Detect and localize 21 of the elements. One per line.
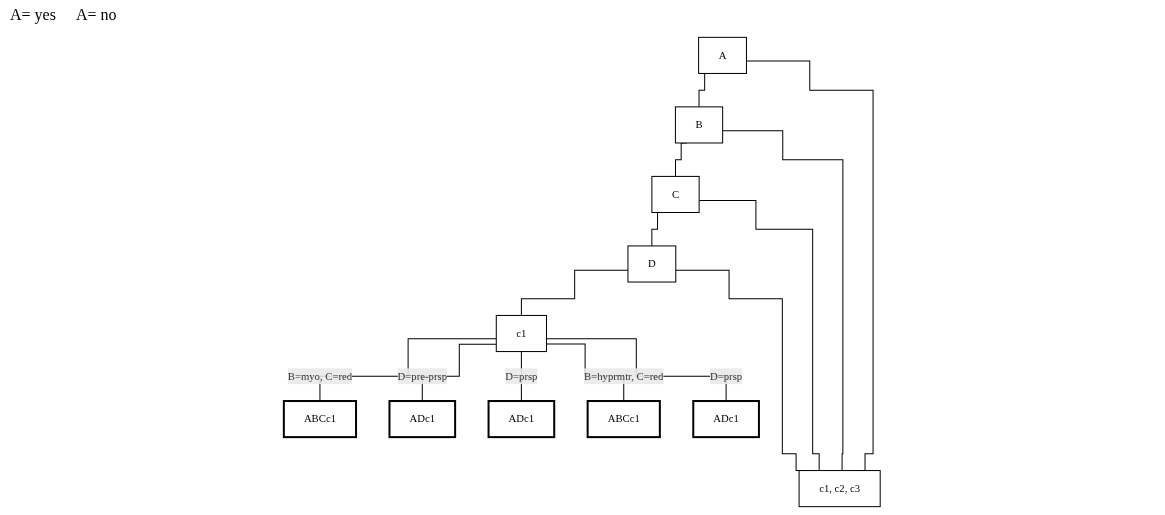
node-box: ADc1	[488, 400, 556, 439]
branch-label: A= no	[75, 6, 117, 24]
node-box: B	[675, 106, 724, 144]
edge-label: B=hyprmtr, C=red	[584, 370, 664, 382]
node-box: A	[698, 36, 748, 74]
node-box: ABCc1	[587, 400, 662, 439]
node-box: ADc1	[692, 400, 761, 439]
node-box: C	[651, 175, 701, 213]
edge-label: B=myo, C=red	[288, 370, 353, 382]
node-box: c1, c2, c3	[799, 470, 882, 508]
node-box: ADc1	[388, 400, 457, 439]
branch-label: A= yes	[10, 6, 56, 24]
node-box: c1	[496, 314, 548, 353]
connector	[746, 60, 875, 472]
node-box: ABCc1	[283, 400, 358, 439]
edge-label: D=prsp	[505, 370, 538, 382]
node-box: D	[627, 245, 677, 283]
edge-label: D=pre-prsp	[398, 370, 448, 382]
edge-label: D=prsp	[710, 370, 743, 382]
connector	[521, 269, 629, 316]
connector	[722, 130, 844, 472]
